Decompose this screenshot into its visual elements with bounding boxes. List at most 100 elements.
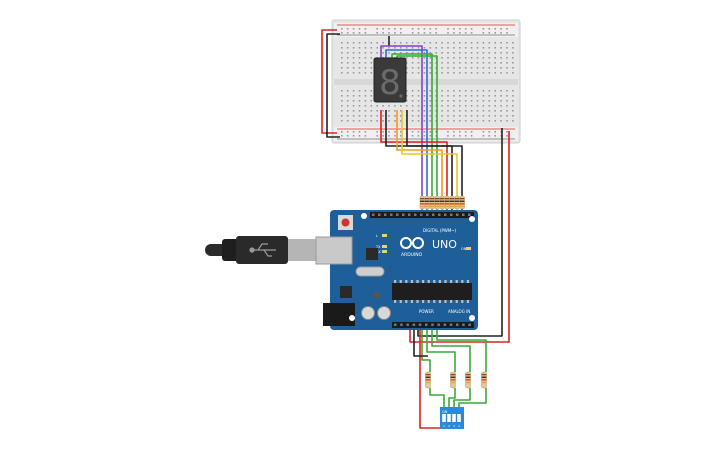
wire-black-breadboard-left[interactable] <box>326 33 340 138</box>
resistor-icon[interactable] <box>459 195 465 210</box>
resistor-icon[interactable] <box>424 195 430 210</box>
wire-green-seg-top2[interactable] <box>396 55 438 210</box>
breadboard-hole <box>453 100 455 102</box>
wire-red-seg-bottom[interactable] <box>380 110 448 210</box>
dip-switch-body <box>440 407 464 429</box>
breadboard-hole <box>447 28 449 30</box>
resistor-icon[interactable] <box>481 371 487 389</box>
breadboard-hole <box>512 100 514 102</box>
breadboard-hole <box>476 47 479 49</box>
breadboard-hole <box>405 105 408 107</box>
wire-blue-seg[interactable] <box>385 49 428 210</box>
breadboard-hole <box>494 62 496 64</box>
breadboard-hole <box>352 100 355 102</box>
wire-purple-seg[interactable] <box>380 45 423 210</box>
breadboard-hole <box>482 110 485 112</box>
resistor-icon[interactable] <box>449 195 455 210</box>
breadboard-hole <box>453 42 455 44</box>
breadboard-hole <box>411 28 414 30</box>
resistor-band <box>420 205 425 208</box>
breadboard-hole <box>423 105 426 107</box>
usb-cable-icon[interactable] <box>205 236 316 264</box>
pull-resistors[interactable] <box>425 371 487 389</box>
resistor-icon[interactable] <box>425 371 431 389</box>
breadboard-hole <box>423 62 426 64</box>
breadboard-hole <box>453 131 455 133</box>
arduino-brand: ARDUINO <box>401 252 423 258</box>
segment-resistors[interactable] <box>419 195 465 210</box>
resistor-band <box>460 205 465 208</box>
resistor-icon[interactable] <box>444 195 450 210</box>
arduino-uno-board[interactable]: UNO ARDUINO DIGITAL (PWM~) ANALOG IN POW… <box>315 210 478 330</box>
breadboard-hole <box>394 47 396 49</box>
arduino-power-jack[interactable] <box>323 303 355 326</box>
breadboard-hole <box>447 62 449 64</box>
wire-yellow-seg[interactable] <box>401 110 458 210</box>
breadboard-hole <box>346 100 349 102</box>
wire-red-5v[interactable] <box>409 131 510 343</box>
resistor-icon[interactable] <box>439 195 445 210</box>
breadboard-hole <box>429 52 432 54</box>
breadboard-hole <box>423 67 426 69</box>
usb-cable-end <box>205 244 227 256</box>
breadboard-hole <box>488 100 491 102</box>
dip-lever[interactable] <box>452 414 456 422</box>
breadboard-hole <box>459 120 461 122</box>
wire-green-a1[interactable] <box>426 327 456 372</box>
resistor-band <box>481 381 487 384</box>
resistor-icon[interactable] <box>450 371 456 389</box>
wire-green-dip2[interactable] <box>448 388 456 407</box>
breadboard-hole <box>341 57 343 59</box>
breadboard-hole <box>464 57 467 59</box>
breadboard-hole <box>453 135 455 137</box>
breadboard-hole <box>400 52 402 54</box>
dip-lever[interactable] <box>457 414 461 422</box>
arduino-usb-port[interactable] <box>315 236 353 265</box>
resistor-icon[interactable] <box>429 195 435 210</box>
breadboard-hole <box>494 90 496 92</box>
breadboard-hole <box>459 52 461 54</box>
breadboard-hole <box>411 100 414 102</box>
breadboard-hole <box>441 110 443 112</box>
wire-green-a0[interactable] <box>421 327 431 372</box>
dip-lever[interactable] <box>442 414 446 422</box>
breadboard-hole <box>506 131 508 133</box>
wire-black-gnd[interactable] <box>417 128 503 337</box>
wire-green-seg-top[interactable] <box>391 53 433 210</box>
wire-green-a3[interactable] <box>436 327 487 372</box>
breadboard-hole <box>382 42 384 44</box>
display-decimal-point <box>399 94 403 98</box>
breadboard-hole <box>364 62 367 64</box>
wire-green-dip3[interactable] <box>453 388 471 407</box>
resistor-icon[interactable] <box>419 195 425 210</box>
breadboard-hole <box>423 95 426 97</box>
breadboard-hole <box>470 135 473 137</box>
breadboard[interactable] <box>331 19 521 144</box>
resistor-icon[interactable] <box>465 371 471 389</box>
breadboard-hole <box>447 47 449 49</box>
wire-black-resistor-gnd[interactable] <box>413 327 428 357</box>
wire-red-breadboard-left[interactable] <box>321 29 337 134</box>
wire-black-seg-bottom2[interactable] <box>406 110 463 210</box>
resistor-icon[interactable] <box>454 195 460 210</box>
breadboard-hole <box>447 120 449 122</box>
usb-interface-chip <box>366 248 378 260</box>
wire-green-a2[interactable] <box>431 327 471 372</box>
breadboard-hole <box>464 115 467 117</box>
wire-green-dip4[interactable] <box>458 388 487 407</box>
wire-orange-seg[interactable] <box>396 110 443 210</box>
led-rx-icon <box>382 250 387 253</box>
resistor-band <box>450 379 456 381</box>
dip-lever[interactable] <box>447 414 451 422</box>
wire-green-dip1[interactable] <box>429 388 445 407</box>
breadboard-hole <box>464 110 467 112</box>
breadboard-hole <box>370 90 373 92</box>
resistor-icon[interactable] <box>434 195 440 210</box>
seven-segment-display-icon[interactable]: 8 <box>373 57 407 103</box>
wire-red-dip-power[interactable] <box>419 327 442 429</box>
breadboard-hole <box>506 120 508 122</box>
breadboard-hole <box>464 135 467 137</box>
